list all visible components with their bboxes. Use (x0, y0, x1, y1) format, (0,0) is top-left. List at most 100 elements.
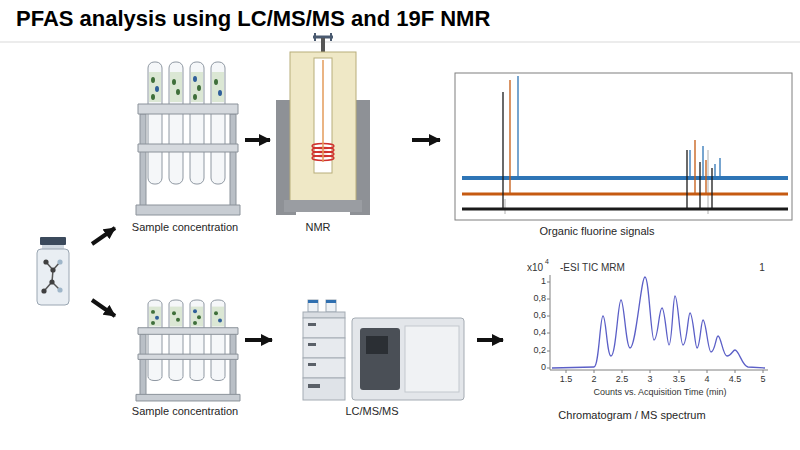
nmr-spectrum-illustration (699, 162, 700, 209)
nmr-spectrum-illustration (455, 73, 792, 220)
caption-text: Sample concentration (132, 221, 238, 234)
nmr-spectrum-illustration (686, 150, 687, 209)
tick-label: 0,6 (533, 311, 546, 321)
nmr-spectrum-illustration (719, 158, 720, 178)
tick-label: 0,8 (533, 294, 546, 304)
tick-label: 1.5 (560, 375, 573, 385)
tick-label: 4.5 (729, 375, 742, 385)
nmr-spectrum-illustration (455, 73, 792, 220)
sample-bottle-illustration (37, 249, 69, 305)
sample-rack: Sample concentration (115, 295, 245, 421)
sample-bottle-illustration (40, 237, 66, 245)
exponent: 4 (545, 258, 549, 266)
title-rule (0, 42, 800, 43)
nmr-illustration (322, 60, 324, 162)
lc-ms-ms-illustration (303, 338, 345, 358)
nmr-spectrum-illustration (462, 193, 788, 196)
tick-label: 5 (760, 375, 765, 385)
nmr-illustration (290, 52, 356, 202)
nmr-spectrum-illustration (714, 164, 715, 178)
nmr-illustration (276, 33, 370, 215)
caption-text: Organic fluorine signals (540, 225, 655, 238)
nmr-illustration (330, 33, 332, 41)
flow-arrow (412, 138, 440, 142)
nmr-spectrum-illustration (702, 146, 703, 178)
lc-ms-ms-illustration (326, 300, 336, 303)
caption-text: Chromatogram / MS spectrum (558, 409, 705, 422)
nmr-illustration (284, 200, 362, 212)
sample-bottle-illustration (57, 259, 62, 264)
flow-arrow (477, 338, 503, 342)
nmr-spectrum-illustration (462, 176, 788, 180)
nmr-spectrum-illustration (502, 92, 503, 209)
flow-arrow (245, 338, 272, 342)
chromatogram-illustration (566, 370, 567, 373)
chromatogram-illustration (547, 333, 550, 334)
sample-bottle-illustration (37, 237, 69, 305)
sample-bottle-illustration (42, 245, 64, 249)
nmr-illustration (314, 33, 316, 41)
lc-ms-ms-illustration (303, 312, 345, 318)
lc-ms-ms-illustration (366, 336, 388, 354)
nmr-spectrum-illustration (505, 199, 506, 214)
nmr-spectrum-illustration (705, 160, 706, 194)
lc-ms-ms-illustration (360, 328, 400, 390)
lc-ms-ms-illustration (303, 378, 345, 400)
chromatogram-illustration (550, 275, 551, 370)
chromatogram-illustration (735, 370, 736, 373)
chromatogram-illustration (763, 370, 764, 373)
chromatogram-illustration (552, 277, 765, 368)
flow-arrow (92, 228, 115, 244)
tick-label: 0 (541, 363, 546, 373)
lc-ms-ms-illustration (303, 358, 345, 378)
page-title: PFAS analysis using LC/MS/MS and 19F NMR (16, 6, 490, 32)
chart-title: -ESI TIC MRM (560, 262, 625, 273)
chromatogram-illustration (679, 370, 680, 373)
flow-arrow (245, 138, 270, 142)
tick-label: 0,4 (533, 328, 546, 338)
lc-ms-ms-illustration (308, 384, 320, 388)
lc-ms-ms-illustration (303, 318, 345, 338)
chromatogram: Chromatogram / MS spectrum (503, 250, 791, 430)
nmr-spectrum-illustration (462, 208, 788, 211)
tick-label: 1 (541, 277, 546, 287)
lc-ms-ms-illustration (303, 300, 464, 400)
caption-text: LC/MS/MS (345, 405, 398, 418)
tick-label: 2.5 (616, 375, 629, 385)
chromatogram-illustration (547, 368, 550, 369)
tick-label: 0,2 (533, 346, 546, 356)
chromatogram-illustration (547, 275, 768, 373)
nmr-spectrum-illustration (711, 168, 712, 209)
lc-ms-ms-illustration (308, 363, 316, 366)
sample-bottle-illustration (49, 279, 54, 284)
nmr-spectrum-illustration (694, 140, 695, 194)
lc-ms-ms-illustration (308, 323, 316, 326)
sample-bottle-illustration (50, 267, 55, 272)
panel-number: 1 (759, 262, 765, 273)
chromatogram-illustration (547, 299, 550, 300)
nmr-spectrum: Organic fluorine signals (440, 72, 793, 242)
lc-ms-ms-illustration (405, 326, 459, 392)
lc-ms-ms-illustration (308, 300, 318, 312)
sample-bottle-illustration (43, 259, 48, 264)
nmr-spectrum-illustration (509, 80, 510, 194)
lc-ms-ms-instrument: LC/MS/MS (272, 295, 477, 421)
lc-ms-ms-illustration (308, 343, 316, 346)
chromatogram-illustration (622, 370, 623, 373)
chromatogram-illustration (707, 370, 708, 373)
tick-label: 2 (591, 375, 596, 385)
sample-rack-illustration (136, 300, 240, 401)
nmr-spectrum-illustration (708, 150, 709, 214)
tick-label: 3 (647, 375, 652, 385)
lc-ms-ms-illustration (352, 318, 464, 400)
sample-bottle (34, 236, 92, 308)
sample-rack-illustration (136, 62, 240, 215)
caption-text: NMR (305, 221, 330, 234)
lc-ms-ms-illustration (326, 300, 336, 312)
chromatogram-illustration (547, 282, 550, 283)
nmr-spectrum-illustration (517, 76, 518, 178)
chromatogram-illustration (650, 370, 651, 373)
sample-rack: Sample concentration (115, 55, 245, 240)
nmr-spectrometer: NMR (270, 35, 412, 240)
caption-text: Sample concentration (132, 405, 238, 418)
